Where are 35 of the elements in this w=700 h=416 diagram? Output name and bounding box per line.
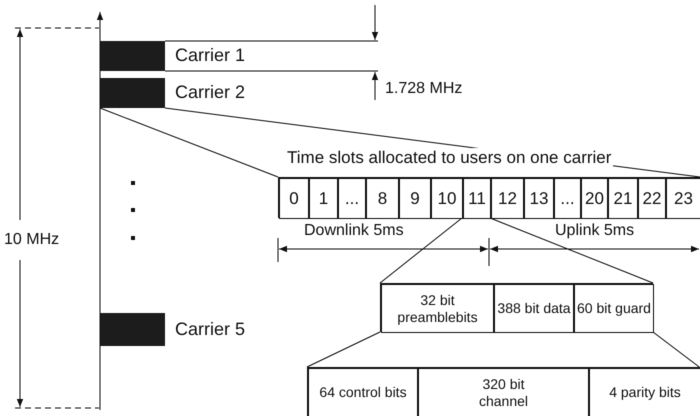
slot-cell: ... xyxy=(338,178,366,219)
slot-cell: 22 xyxy=(638,178,666,219)
slot-cell: 23 xyxy=(666,178,700,219)
frame-box xyxy=(380,283,653,332)
zoom-line xyxy=(306,332,380,368)
zoom-line xyxy=(380,218,462,284)
slot-cell: 8 xyxy=(366,178,399,219)
slot-cell: 11 xyxy=(463,178,491,219)
row-heading: Time slots allocated to users on one carrier xyxy=(285,148,614,168)
slot-cell: 0 xyxy=(279,178,309,219)
frame-box xyxy=(307,367,700,416)
field-cell: 320 bit channel xyxy=(418,368,589,416)
slot-cell: 10 xyxy=(431,178,463,219)
carrier-label: Carrier 5 xyxy=(175,318,246,340)
zoom-line xyxy=(100,108,278,178)
duration-label: Uplink 5ms xyxy=(555,222,634,240)
slot-cell: 12 xyxy=(491,178,524,219)
slot-cell: 20 xyxy=(581,178,608,219)
slot-cell: 13 xyxy=(524,178,554,219)
slot-cell: 9 xyxy=(399,178,431,219)
field-cell: 388 bit data xyxy=(494,284,574,333)
field-cell: 64 control bits xyxy=(308,368,418,416)
field-cell: 32 bit preamblebits xyxy=(381,284,494,333)
field-cell: 60 bit guard xyxy=(574,284,654,333)
carrier-bar xyxy=(100,41,165,71)
carrier-label: Carrier 2 xyxy=(175,82,246,103)
zoom-line xyxy=(490,218,654,284)
slot-cell: 1 xyxy=(309,178,338,219)
zoom-line xyxy=(652,332,700,368)
carrier-label: Carrier 1 xyxy=(175,45,246,66)
carrier-bar xyxy=(100,78,165,108)
field-cell: 4 parity bits xyxy=(589,368,700,416)
slot-cell: ... xyxy=(554,178,581,219)
carrier-bar xyxy=(100,313,165,346)
slot-cell: 21 xyxy=(608,178,638,219)
